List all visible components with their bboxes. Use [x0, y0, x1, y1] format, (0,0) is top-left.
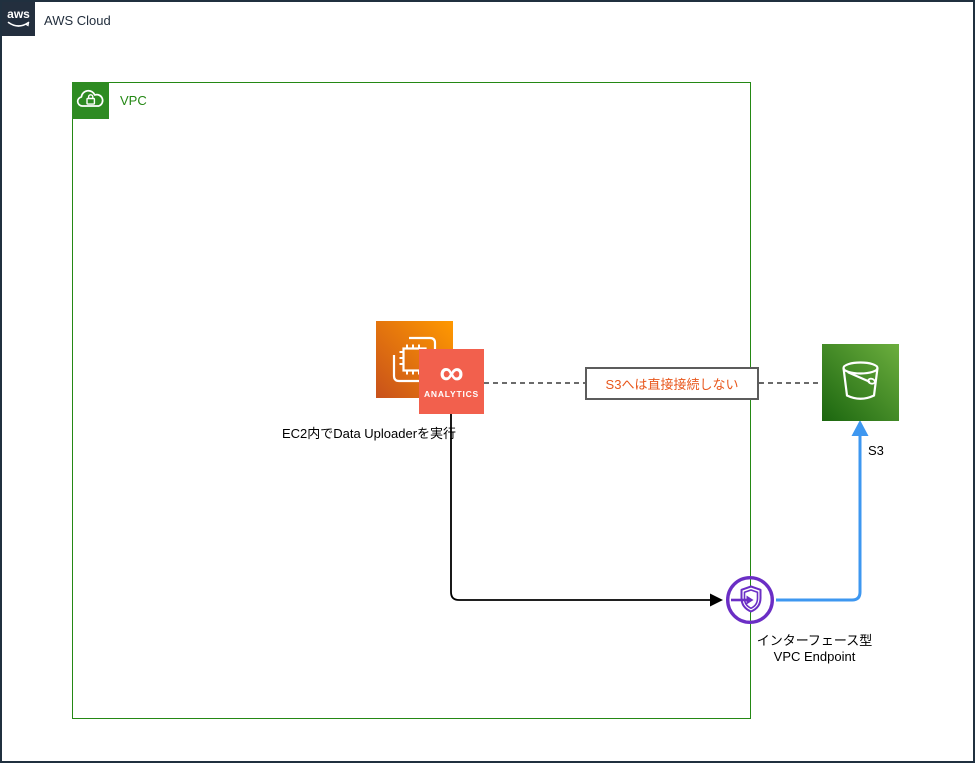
s3-icon: [822, 344, 899, 421]
analytics-label: ANALYTICS: [423, 389, 480, 399]
ec2-caption: EC2内でData Uploaderを実行: [281, 426, 457, 441]
edge-endpoint-to-s3: [776, 435, 862, 602]
s3-label: S3: [868, 443, 884, 458]
note-box: S3へは直接接続しない: [585, 367, 759, 400]
aws-logo-text: aws: [7, 7, 30, 21]
vpc-endpoint-icon: [724, 574, 776, 626]
vpc-icon: [72, 82, 109, 119]
vpc-boundary: [72, 82, 751, 719]
vpc-endpoint-label-line2: VPC Endpoint: [773, 649, 856, 664]
analytics-app-icon: ∞ ANALYTICS: [419, 349, 484, 414]
aws-logo-icon: aws: [2, 2, 35, 36]
note-text: S3へは直接接続しない: [605, 377, 739, 392]
vpc-label: VPC: [120, 93, 147, 108]
edge-endpoint-to-s3-arrowhead: [851, 420, 869, 436]
vpc-endpoint-label-line1: インターフェース型: [756, 633, 873, 648]
aws-cloud-label: AWS Cloud: [44, 13, 111, 28]
infinity-logo-icon: ∞: [439, 354, 464, 392]
vpc-endpoint-label: インターフェース型 VPC Endpoint: [737, 633, 892, 665]
